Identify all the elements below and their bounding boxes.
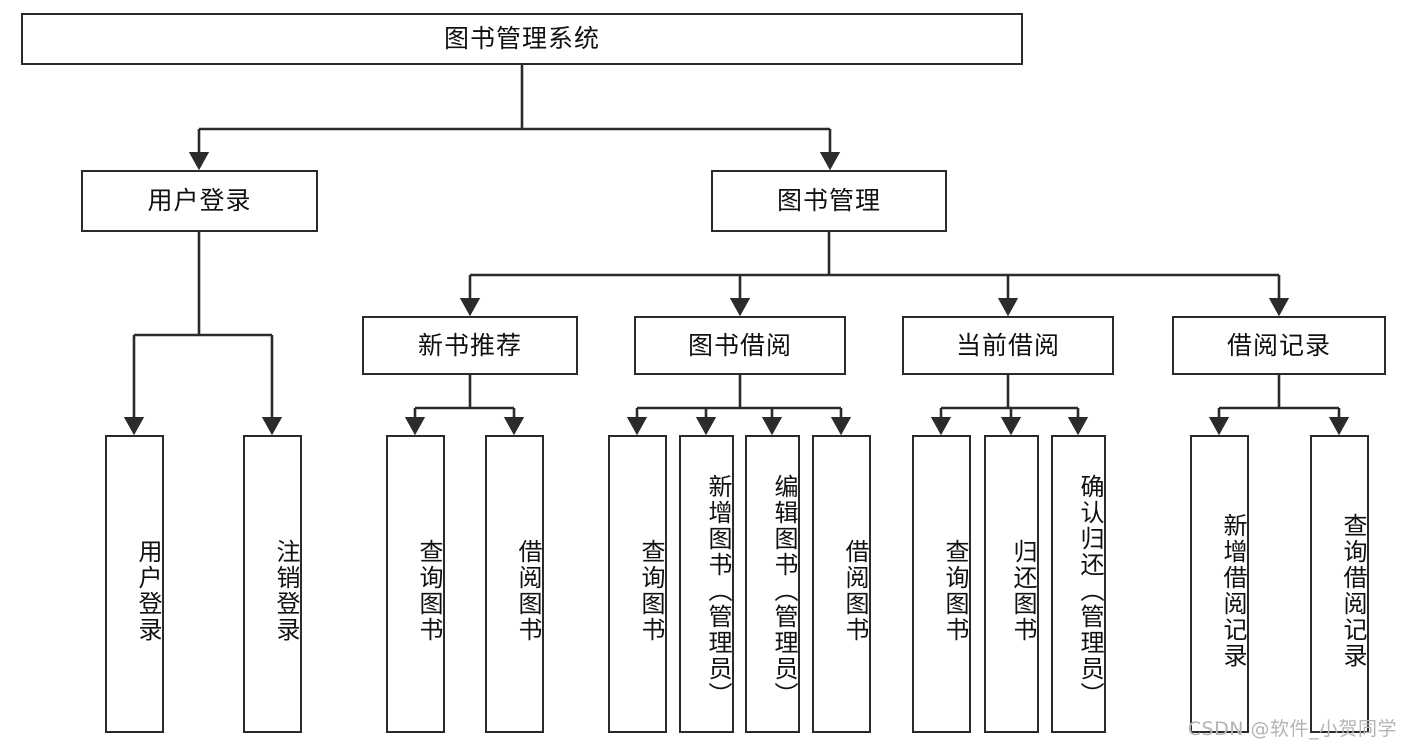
node-root-label: 图书管理系统 [443,24,600,54]
leaf-add-borrow-record[interactable]: 新增借阅记录 [1190,435,1249,733]
leaf-query-borrow-record-label: 查询借阅记录 [1339,513,1367,669]
node-borrow-record[interactable]: 借阅记录 [1172,316,1386,375]
leaf-logout[interactable]: 注销登录 [243,435,302,733]
node-user-login-label: 用户登录 [147,186,252,216]
node-book-borrow[interactable]: 图书借阅 [634,316,846,375]
leaf-logout-label: 注销登录 [272,539,300,643]
node-user-login[interactable]: 用户登录 [81,170,318,232]
leaf-borrow-book-label: 借阅图书 [841,539,869,643]
leaf-confirm-return-admin-label: 确认归还（管理员） [1076,474,1104,708]
leaf-borrow-book[interactable]: 借阅图书 [812,435,871,733]
leaf-borrow-book-newbook-label: 借阅图书 [514,539,542,643]
node-book-management[interactable]: 图书管理 [711,170,947,232]
leaf-borrow-book-newbook[interactable]: 借阅图书 [485,435,544,733]
leaf-add-book-admin[interactable]: 新增图书（管理员） [679,435,734,733]
leaf-query-book-newbook-label: 查询图书 [415,539,443,643]
leaf-query-borrow-record[interactable]: 查询借阅记录 [1310,435,1369,733]
leaf-query-book-current[interactable]: 查询图书 [912,435,971,733]
node-new-book-recommend[interactable]: 新书推荐 [362,316,578,375]
node-current-borrow[interactable]: 当前借阅 [902,316,1114,375]
leaf-query-book-borrow[interactable]: 查询图书 [608,435,667,733]
node-current-borrow-label: 当前借阅 [955,330,1060,360]
leaf-return-book-label: 归还图书 [1009,539,1037,643]
leaf-add-borrow-record-label: 新增借阅记录 [1219,513,1247,669]
leaf-query-book-newbook[interactable]: 查询图书 [386,435,445,733]
leaf-user-login-label: 用户登录 [134,539,162,643]
leaf-user-login[interactable]: 用户登录 [105,435,164,733]
leaf-query-book-borrow-label: 查询图书 [637,539,665,643]
node-book-management-label: 图书管理 [776,186,881,216]
node-book-borrow-label: 图书借阅 [687,330,792,360]
leaf-edit-book-admin[interactable]: 编辑图书（管理员） [745,435,800,733]
leaf-add-book-admin-label: 新增图书（管理员） [704,474,732,708]
leaf-edit-book-admin-label: 编辑图书（管理员） [770,474,798,708]
node-new-book-recommend-label: 新书推荐 [417,330,522,360]
leaf-return-book[interactable]: 归还图书 [984,435,1039,733]
node-root[interactable]: 图书管理系统 [21,13,1023,65]
leaf-confirm-return-admin[interactable]: 确认归还（管理员） [1051,435,1106,733]
node-borrow-record-label: 借阅记录 [1226,330,1331,360]
leaf-query-book-current-label: 查询图书 [941,539,969,643]
csdn-watermark: CSDN @软件_小贺同学 [1187,718,1397,740]
